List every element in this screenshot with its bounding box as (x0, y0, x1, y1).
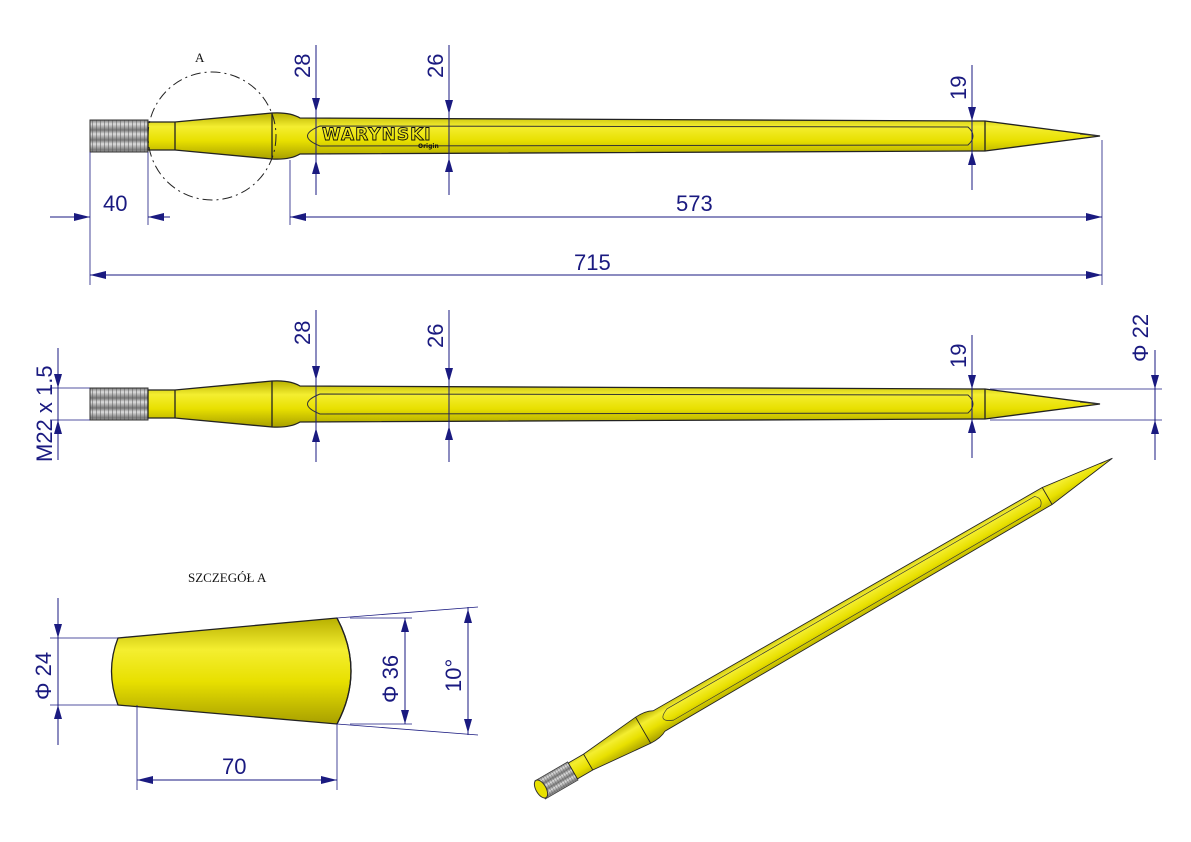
dim-26: 26 (423, 54, 448, 78)
dim-573: 573 (676, 191, 713, 216)
dim-dia-24: Φ 24 (31, 652, 56, 700)
logo-brand: WARYNSKI (322, 125, 432, 145)
dim-19: 19 (946, 344, 971, 368)
detail-title: SZCZEGÓŁ A (188, 570, 267, 585)
side-view: 28 26 19 Φ 22 M22 x 1.5 (32, 310, 1162, 462)
dim-19: 19 (946, 76, 971, 100)
top-view: WARYNSKI Origin A 28 26 19 40 573 715 (50, 45, 1103, 285)
dim-70: 70 (222, 754, 246, 779)
logo-sub: Origin (418, 143, 439, 150)
dim-dia-36: Φ 36 (378, 655, 403, 703)
dim-40: 40 (103, 191, 127, 216)
dim-28: 28 (290, 54, 315, 78)
isometric-view (531, 444, 1121, 804)
dim-thread: M22 x 1.5 (32, 365, 57, 462)
detail-circle (147, 71, 277, 201)
dim-dia-22: Φ 22 (1128, 314, 1153, 362)
dim-715: 715 (574, 250, 611, 275)
detail-a: SZCZEGÓŁ A Φ 24 Φ 36 10° 70 (31, 570, 479, 790)
detail-marker: A (195, 50, 205, 65)
dim-angle: 10° (441, 659, 466, 692)
dim-28: 28 (290, 321, 315, 345)
dim-26: 26 (423, 324, 448, 348)
